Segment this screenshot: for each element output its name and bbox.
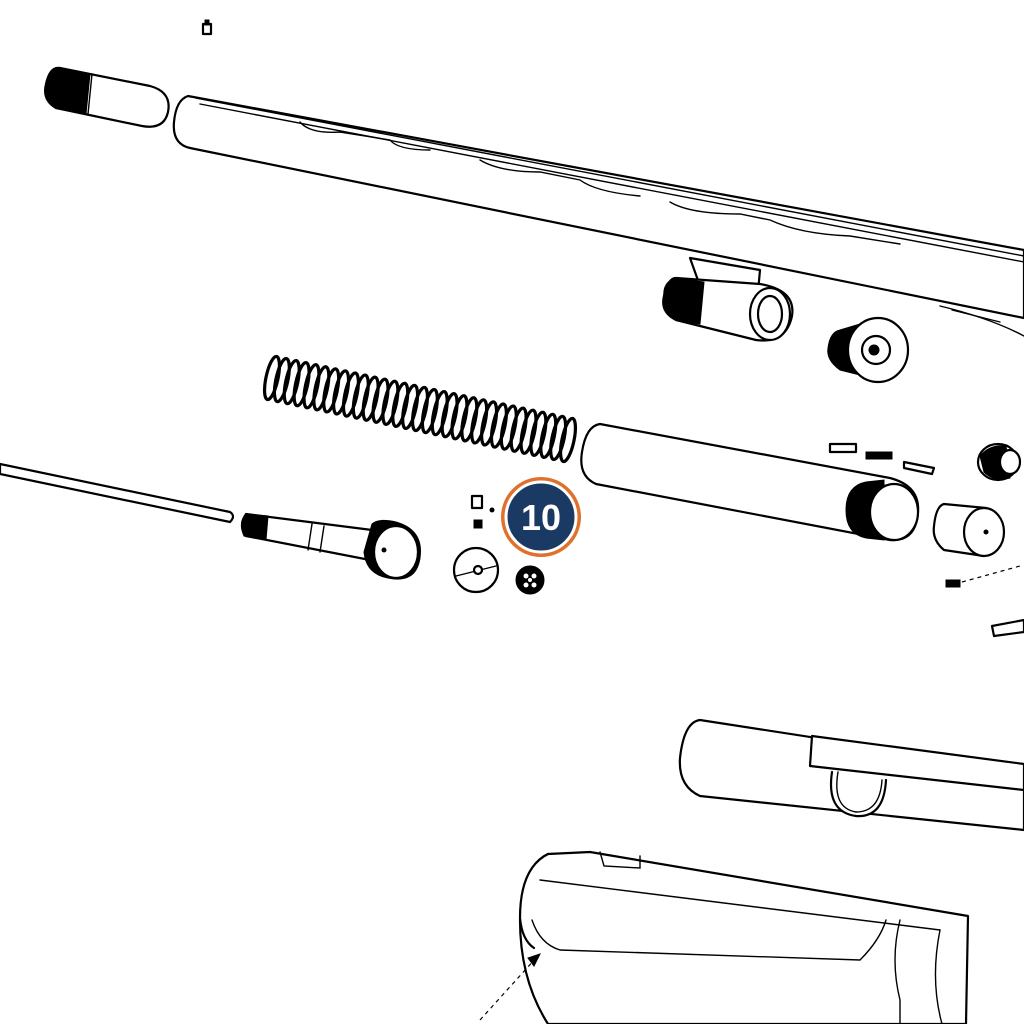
- spring-coil: [509, 406, 528, 453]
- spring-coil: [312, 365, 331, 412]
- piston-part: [240, 512, 421, 580]
- callout-badge-10[interactable]: 10: [501, 477, 581, 557]
- washer-part: [452, 546, 500, 594]
- spring-coil: [519, 408, 538, 455]
- valve-small-parts: [470, 494, 495, 529]
- knurled-nut-part: [976, 442, 1022, 482]
- spring-coil: [262, 354, 282, 402]
- spring-coil: [480, 400, 499, 447]
- spring-coil: [391, 381, 410, 429]
- lower-tube-part: [678, 718, 1024, 832]
- spring-coil: [470, 398, 489, 445]
- perforated-disc-part: [515, 565, 545, 595]
- spring-coil: [539, 412, 558, 460]
- spring-coil: [292, 361, 311, 408]
- barrel-end-cap-part: [44, 66, 170, 128]
- spring-coil: [450, 394, 469, 441]
- spring-guide-rod-part: [0, 462, 235, 524]
- spring-coil: [420, 387, 439, 435]
- spring-coil: [272, 356, 291, 404]
- spring-coil: [351, 373, 370, 420]
- spring-coil: [489, 402, 508, 449]
- cylinder-tube-part: [580, 422, 920, 542]
- pin-parts: [945, 565, 1024, 638]
- spring-coil: [332, 369, 351, 416]
- stock-part: [518, 850, 970, 1024]
- spring-coil: [460, 396, 479, 443]
- callout-label: 10: [521, 497, 561, 538]
- main-spring-part: [262, 354, 578, 464]
- small-screws-part: [828, 442, 936, 476]
- spring-coil: [282, 358, 301, 406]
- spring-coil: [549, 414, 568, 462]
- compression-tube-part: [172, 94, 1024, 337]
- spring-coil: [322, 367, 341, 414]
- end-plug-part: [932, 502, 1006, 558]
- spring-coil: [410, 385, 430, 433]
- spring-coil: [529, 410, 548, 457]
- spring-coil: [341, 371, 360, 418]
- spring-coil: [430, 389, 449, 437]
- assembly-arrow: [479, 953, 541, 1021]
- spring-coil: [371, 377, 390, 424]
- spring-coil: [361, 375, 380, 422]
- piston-seal-part: [827, 316, 910, 384]
- spring-coil: [381, 379, 400, 426]
- spring-coil: [401, 383, 420, 431]
- breech-block-part: [662, 256, 794, 342]
- spring-coil: [558, 416, 578, 464]
- spring-coil: [440, 392, 459, 439]
- spring-coil: [302, 363, 321, 410]
- small-screw-part: [201, 19, 213, 36]
- spring-coil: [499, 404, 518, 451]
